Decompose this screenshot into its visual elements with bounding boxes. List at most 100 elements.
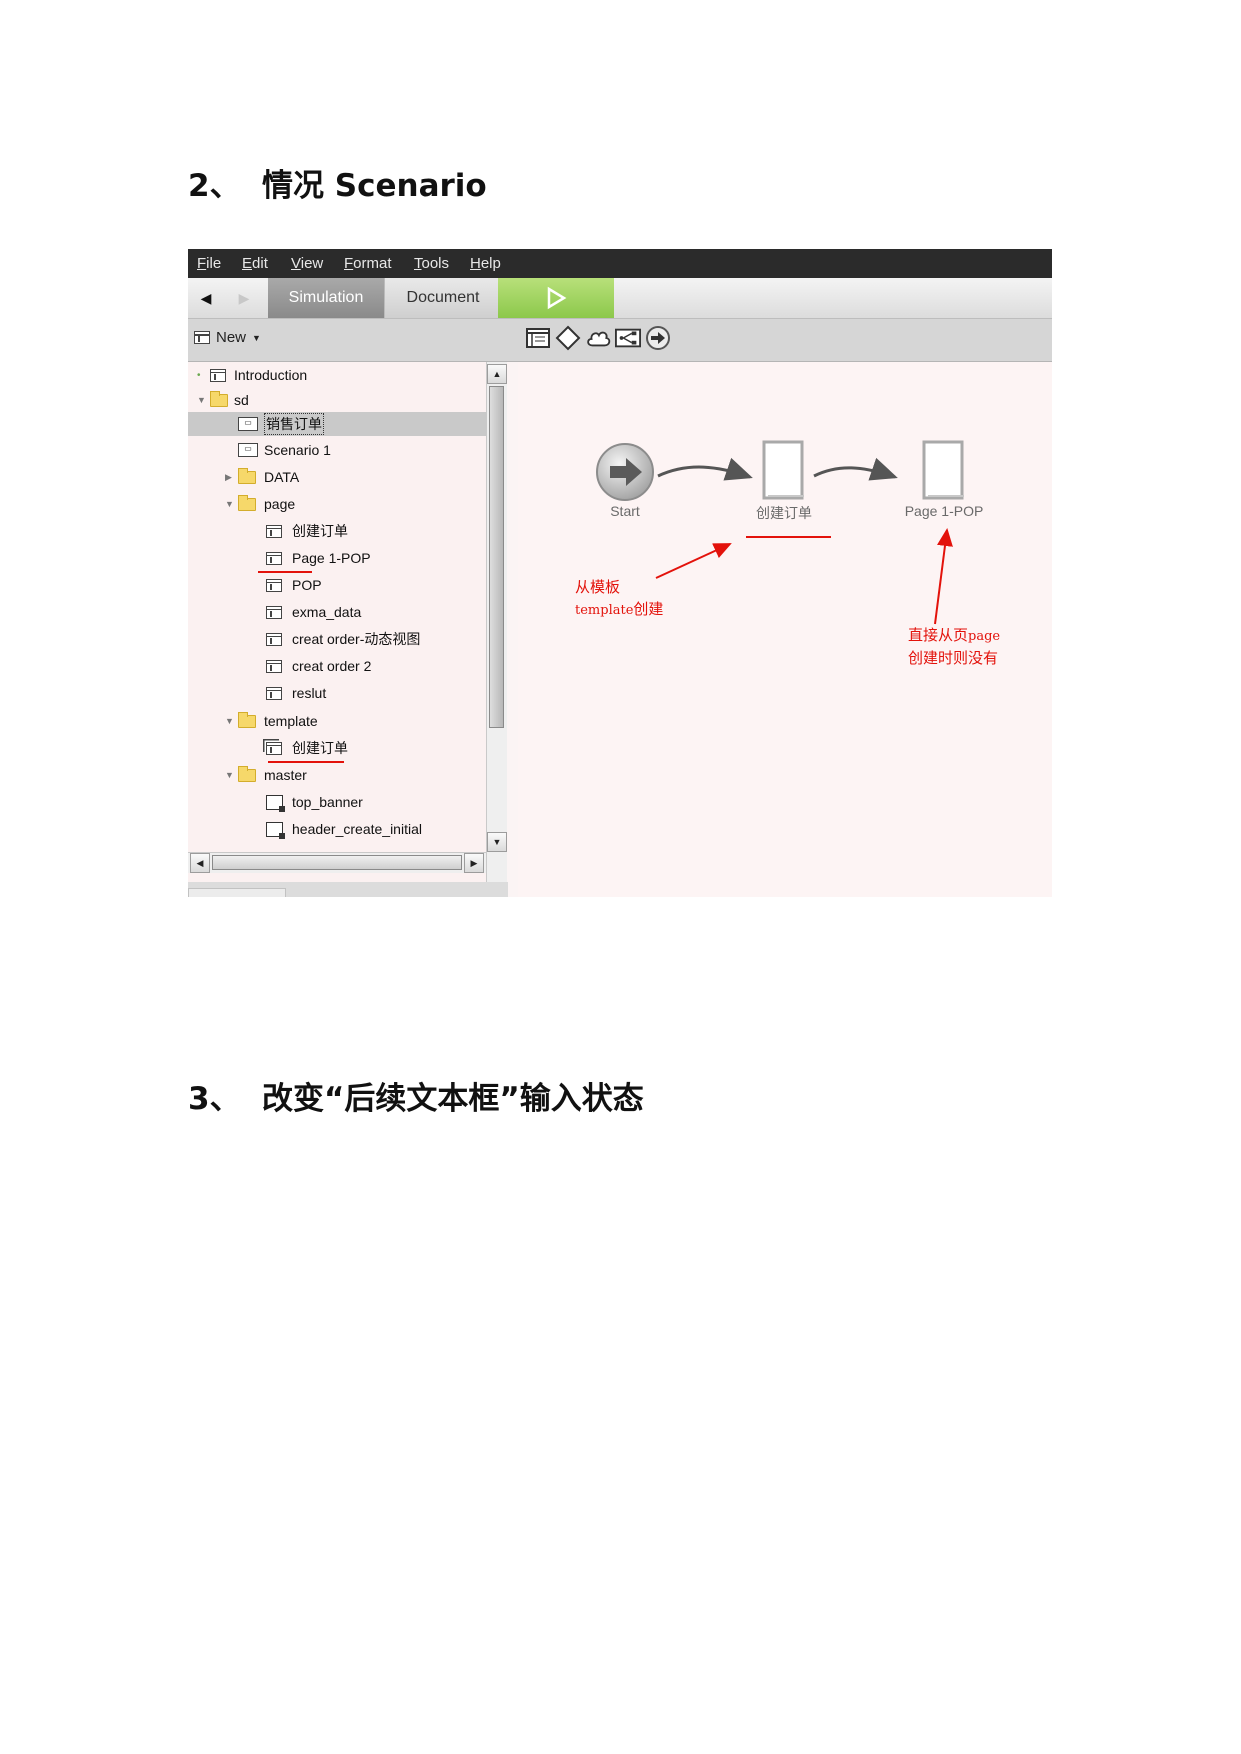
- scroll-thumb[interactable]: [489, 386, 504, 728]
- tree-item-introduction[interactable]: • Introduction: [188, 362, 486, 388]
- forward-button[interactable]: ▶: [226, 278, 262, 318]
- expanded-arrow-icon: ▼: [225, 499, 234, 509]
- tree-item-folder[interactable]: ▼ template: [188, 708, 486, 734]
- panel-tab[interactable]: [188, 888, 286, 897]
- annotation-code: template: [575, 603, 634, 618]
- left-arrow-icon: ◀: [196, 857, 204, 868]
- tree-item-label: Page 1-POP: [292, 550, 371, 566]
- collapsed-arrow-icon: ▶: [225, 471, 232, 482]
- tree-item-page[interactable]: reslut: [188, 680, 486, 706]
- section-heading-3: 3、改变“后续文本框”输入状态: [188, 1073, 644, 1118]
- page-node-create-order[interactable]: [762, 440, 804, 500]
- folder-icon: [238, 467, 256, 484]
- expanded-arrow-icon: ▼: [225, 716, 234, 726]
- master-icon: [266, 821, 285, 839]
- scroll-right-button[interactable]: ▶: [464, 853, 484, 873]
- forward-arrow-icon: ▶: [238, 289, 250, 306]
- tree-item-page[interactable]: 创建订单: [188, 518, 486, 544]
- play-icon: [547, 286, 567, 310]
- back-button[interactable]: ◀: [188, 278, 224, 318]
- bullet-icon: •: [197, 369, 201, 381]
- expanded-arrow-icon: ▼: [225, 770, 234, 780]
- add-page-tool[interactable]: [525, 325, 551, 351]
- page-icon: [210, 368, 226, 382]
- page-icon: [266, 605, 282, 619]
- play-button[interactable]: [498, 278, 614, 318]
- menu-help[interactable]: Help: [470, 255, 501, 272]
- menu-view[interactable]: View: [291, 255, 324, 272]
- tree-item-label: Introduction: [234, 367, 308, 383]
- menu-bar: File Edit View Format Tools Help: [188, 249, 1052, 279]
- tree-item-folder[interactable]: ▼ page: [188, 491, 486, 517]
- page-icon: [194, 331, 210, 344]
- add-flow-tool[interactable]: [615, 325, 641, 351]
- tree-item-label: creat order 2: [292, 658, 372, 674]
- chevron-down-icon: ▼: [252, 332, 261, 343]
- page-icon: [266, 632, 282, 646]
- tree-item-page[interactable]: creat order-动态视图: [188, 626, 486, 652]
- tree-item-label: 销售订单: [264, 413, 324, 435]
- new-button[interactable]: New ▼: [194, 329, 261, 346]
- tree-item-template[interactable]: 创建订单: [188, 735, 486, 761]
- annotation-line: 创建时则没有: [908, 650, 999, 667]
- menu-format[interactable]: Format: [344, 255, 392, 272]
- add-cloud-tool[interactable]: [585, 325, 611, 351]
- back-arrow-icon: ◀: [200, 289, 212, 306]
- tree-item-page[interactable]: POP: [188, 572, 486, 598]
- tree-item-label: sd: [234, 392, 249, 408]
- menu-tools[interactable]: Tools: [414, 255, 450, 272]
- tree-vertical-scrollbar[interactable]: ▲ ▼: [486, 362, 507, 882]
- tree-item-label: top_banner: [292, 794, 363, 810]
- folder-icon: [210, 390, 228, 407]
- arrow-template-note: [655, 543, 732, 579]
- page-icon: [266, 524, 282, 538]
- folder-icon: [238, 711, 256, 728]
- tree-item-flow[interactable]: ▭ Scenario 1: [188, 437, 486, 463]
- section-title: 改变“后续文本框”输入状态: [262, 1081, 644, 1117]
- page-icon: [266, 686, 282, 700]
- flow-icon: ▭: [238, 417, 258, 431]
- page-icon: [266, 551, 282, 565]
- tree-item-master[interactable]: header_create_initial: [188, 816, 486, 842]
- template-annotation: 从模板 template创建: [575, 577, 663, 622]
- page-icon: [266, 578, 282, 592]
- tree-item-selected[interactable]: ▭ 销售订单: [188, 412, 486, 436]
- tree-item-page[interactable]: creat order 2: [188, 653, 486, 679]
- page-node-page1-pop[interactable]: [922, 440, 964, 500]
- tree-item-master[interactable]: top_banner: [188, 789, 486, 815]
- tree-item-folder[interactable]: ▼ sd: [188, 387, 486, 413]
- page-node-label: 创建订单: [756, 505, 812, 521]
- tree-item-page[interactable]: Page 1-POP: [188, 545, 486, 571]
- scroll-up-button[interactable]: ▲: [487, 364, 507, 384]
- tree-item-label: exma_data: [292, 604, 362, 620]
- tree-item-page[interactable]: exma_data: [188, 599, 486, 625]
- tree-item-folder[interactable]: ▶ DATA: [188, 464, 486, 490]
- annotation-line: 直接从页page: [908, 625, 1000, 648]
- sitemap-tree: • Introduction ▼ sd ▭ 销售订单 ▭ Scenario 1 …: [188, 362, 486, 882]
- folder-icon: [238, 494, 256, 511]
- scroll-left-button[interactable]: ◀: [190, 853, 210, 873]
- main-toolbar: ◀ ▶ Simulation Document: [188, 278, 1052, 319]
- up-arrow-icon: ▲: [492, 369, 502, 379]
- scroll-thumb[interactable]: [212, 855, 462, 870]
- app-screenshot: File Edit View Format Tools Help ◀ ▶ Sim…: [188, 249, 1052, 897]
- cloud-icon: [587, 331, 611, 347]
- scroll-down-button[interactable]: ▼: [487, 832, 507, 852]
- folder-icon: [238, 765, 256, 782]
- tab-document[interactable]: Document: [384, 278, 502, 318]
- tree-horizontal-scrollbar[interactable]: ◀ ▶: [188, 852, 486, 873]
- tree-item-folder[interactable]: ▼ master: [188, 762, 486, 788]
- page-node-label: Page 1-POP: [904, 503, 984, 519]
- annotation-line: template创建: [575, 599, 663, 622]
- menu-edit[interactable]: Edit: [242, 255, 268, 272]
- tab-simulation[interactable]: Simulation: [268, 278, 384, 318]
- start-node[interactable]: [596, 443, 654, 501]
- menu-file[interactable]: File: [197, 255, 222, 272]
- sub-toolbar: New ▼: [188, 319, 1052, 362]
- annotation-underlines: [258, 571, 344, 763]
- add-connector-tool[interactable]: [645, 325, 671, 351]
- tree-item-label: page: [264, 496, 296, 512]
- add-decision-tool[interactable]: [555, 325, 581, 351]
- section-number: 2、: [188, 168, 241, 204]
- annotation-line: 从模板: [575, 579, 621, 596]
